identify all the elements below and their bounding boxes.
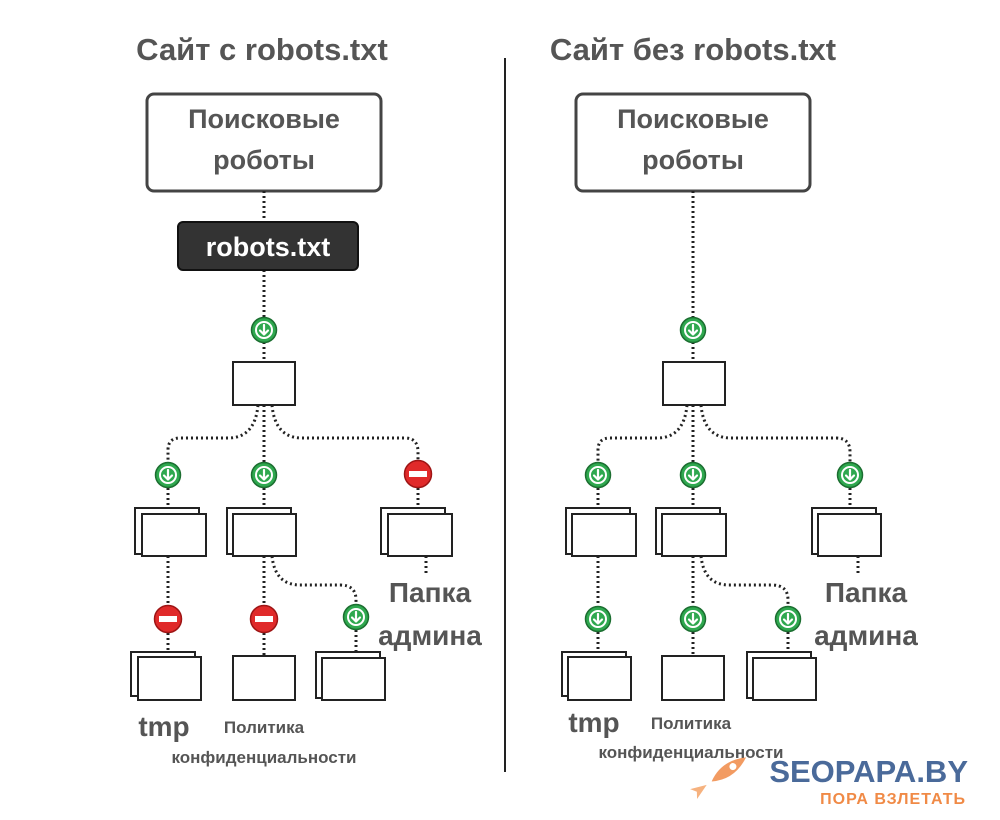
right-search-robots-line1: Поисковые — [617, 104, 769, 134]
right-extra-folder — [746, 651, 817, 701]
left-tmp-block-icon — [153, 604, 183, 634]
right-branch2-folder — [655, 507, 727, 557]
left-branch2-allow-icon — [250, 461, 278, 489]
right-root-page — [662, 361, 726, 406]
right-tmp-folder — [561, 651, 632, 701]
left-branch1-allow-icon — [154, 461, 182, 489]
left-robots-txt-file — [177, 221, 359, 271]
left-admin-folder — [380, 507, 453, 557]
right-title: Сайт без robots.txt — [550, 32, 836, 67]
brand-name: SEOPAPA.BY — [769, 754, 968, 789]
left-root-allow-icon — [250, 316, 278, 344]
left-extra-allow-icon — [342, 603, 370, 631]
right-branch1-allow-icon — [584, 461, 612, 489]
right-search-robots-line2: роботы — [642, 145, 744, 175]
right-policy-allow-icon — [679, 605, 707, 633]
left-robots-txt-label: robots.txt — [206, 232, 331, 262]
right-branch1-folder — [565, 507, 637, 557]
right-admin-allow-icon — [836, 461, 864, 489]
left-policy-page — [232, 655, 296, 701]
left-policy-block-icon — [249, 604, 279, 634]
right-connectors — [596, 191, 860, 656]
left-branch2-folder — [226, 507, 297, 557]
brand-slogan: ПОРА ВЗЛЕТАТЬ — [820, 791, 966, 808]
right-root-allow-icon — [679, 316, 707, 344]
right-extra-allow-icon — [774, 605, 802, 633]
left-admin-block-icon — [403, 459, 433, 489]
left-policy-label-line1: Политика — [224, 718, 305, 737]
right-tmp-allow-icon — [584, 605, 612, 633]
right-policy-page — [661, 655, 725, 701]
right-admin-label-line2: админа — [814, 620, 918, 651]
left-admin-label-line1: Папка — [389, 577, 472, 608]
right-admin-folder — [811, 507, 882, 557]
right-policy-label-line2: конфиденциальности — [598, 743, 783, 762]
left-tmp-folder — [130, 651, 202, 701]
left-title: Сайт с robots.txt — [136, 32, 388, 67]
left-root-page — [232, 361, 296, 406]
left-connectors — [166, 191, 428, 656]
left-search-robots-line2: роботы — [213, 145, 315, 175]
left-extra-folder — [315, 651, 386, 701]
left-branch1-folder — [134, 507, 207, 557]
right-branch2-allow-icon — [679, 461, 707, 489]
left-tmp-label: tmp — [138, 711, 189, 742]
left-admin-label-line2: админа — [378, 620, 482, 651]
rocket-icon — [690, 757, 747, 800]
left-search-robots-line1: Поисковые — [188, 104, 340, 134]
right-policy-label-line1: Политика — [651, 714, 732, 733]
right-admin-label-line1: Папка — [825, 577, 908, 608]
right-tmp-label: tmp — [568, 707, 619, 738]
left-policy-label-line2: конфиденциальности — [171, 748, 356, 767]
